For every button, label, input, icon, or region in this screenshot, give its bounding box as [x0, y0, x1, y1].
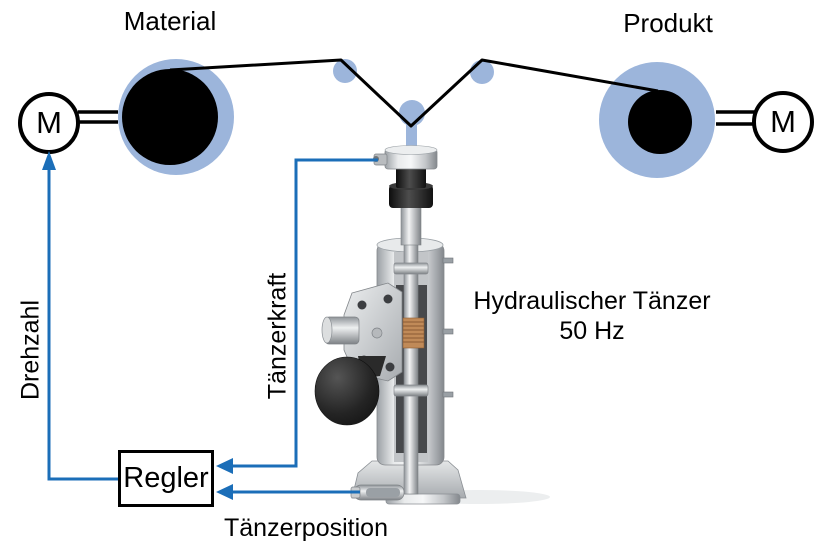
arrow-up-into-motor [42, 151, 56, 170]
regler-label: Regler [123, 462, 209, 494]
dancer-roller-stem [406, 124, 417, 152]
load-cell-top [384, 145, 438, 155]
cutaway-slot-right [418, 285, 427, 453]
material-label: Material [123, 6, 217, 36]
bell-housing [314, 356, 380, 426]
drehzahl-label: Drehzahl [16, 299, 45, 401]
taenzerkraft-line [232, 158, 378, 468]
flange-pivot [371, 327, 383, 339]
position-sensor-shaft [366, 488, 400, 497]
material-roll-core [122, 69, 218, 165]
roll-cores [122, 69, 692, 165]
hydraulic-dancer-render [314, 145, 550, 505]
device-title: Hydraulischer Tänzer 50 Hz [460, 286, 724, 346]
dark-cylinder [396, 166, 426, 188]
regler-box: Regler [118, 450, 214, 507]
signal-arrowheads [42, 151, 233, 500]
motor-shafts [78, 110, 755, 126]
drehzahl-line [47, 166, 118, 481]
guide-roller-left [333, 59, 357, 83]
taenzerposition-label: Tänzerposition [224, 514, 388, 542]
guide-roller-right [470, 60, 494, 84]
arrow-into-regler-top [216, 458, 233, 474]
pump-cylinder-cap [321, 316, 333, 344]
motor-right-label: M [770, 104, 796, 139]
clamp-ring-lower [393, 384, 429, 397]
copper-coil [402, 317, 425, 349]
produkt-label: Produkt [623, 8, 713, 38]
device-title-line1: Hydraulischer Tänzer [473, 287, 711, 315]
dark-collar [389, 185, 433, 208]
clamp-ring-upper [393, 262, 429, 275]
piston-rod [403, 209, 419, 495]
signal-lines [47, 158, 378, 494]
upper-rod [400, 206, 422, 246]
motor-symbols [18, 91, 814, 154]
motor-right-circle [752, 91, 814, 153]
device-title-line2: 50 Hz [559, 317, 625, 345]
side-studs [442, 257, 454, 398]
arrow-into-regler-bottom [216, 484, 233, 500]
web-line [169, 58, 659, 128]
taenzerkraft-label: Tänzerkraft [263, 272, 292, 400]
dancer-roller [399, 100, 425, 126]
motor-left-label: M [36, 105, 62, 140]
product-roll-core [628, 90, 692, 154]
